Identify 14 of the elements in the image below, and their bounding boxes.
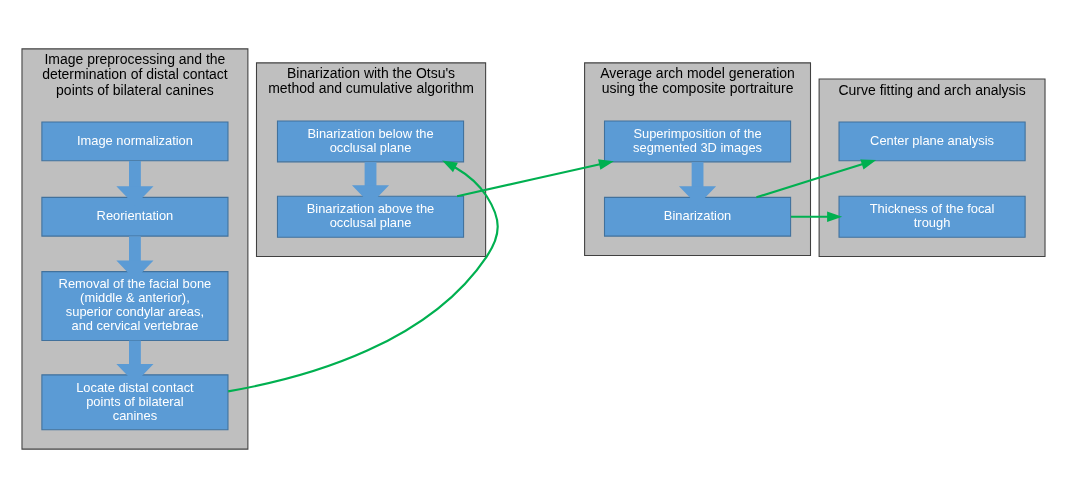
node-box: Image normalization bbox=[41, 121, 229, 162]
node-box: Center plane analysis bbox=[838, 121, 1026, 162]
arrow bbox=[228, 160, 499, 393]
node-box: Binarization above the occlusal plane bbox=[276, 195, 465, 238]
node-box: Superimposition of the segmented 3D images bbox=[603, 120, 792, 163]
arrow bbox=[756, 159, 877, 199]
arrow bbox=[791, 211, 843, 222]
node-box: Locate distal contact points of bilateral canines bbox=[41, 374, 229, 431]
node-box: Binarization bbox=[603, 196, 792, 237]
node-box: Reorientation bbox=[41, 196, 229, 237]
arrow bbox=[456, 159, 614, 198]
node-box: Thickness of the focal trough bbox=[838, 195, 1026, 238]
node-box: Removal of the facial bone (middle & anterior), superior condylar areas, and cervical vertebrae bbox=[41, 271, 229, 341]
node-box: Binarization below the occlusal plane bbox=[276, 120, 465, 163]
